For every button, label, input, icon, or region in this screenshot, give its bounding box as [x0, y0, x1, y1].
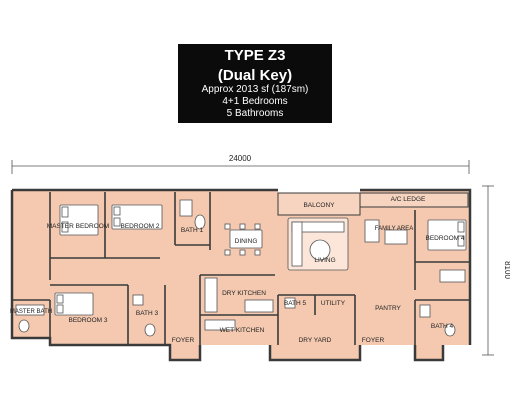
room-utility: UTILITY [321, 300, 346, 307]
room-labels: MASTER BEDROOM BEDROOM 2 BATH 1 DINING B… [10, 196, 465, 344]
room-living: LIVING [314, 257, 335, 264]
room-bath-1: BATH 1 [181, 227, 204, 234]
furniture [15, 199, 467, 337]
room-dry-yard: DRY YARD [299, 337, 332, 344]
room-master-bedroom: MASTER BEDROOM [47, 223, 109, 230]
dimension-width-label: 24000 [229, 154, 252, 163]
dimension-width-line [11, 160, 470, 174]
unit-bedrooms: 4+1 Bedrooms [222, 96, 288, 107]
dimension-height-label: 8100 [503, 261, 510, 279]
room-bath-4: BATH 4 [431, 323, 454, 330]
unit-type-title: TYPE Z3 [224, 47, 286, 64]
room-foyer-right: FOYER [362, 337, 385, 344]
room-bath-3: BATH 3 [136, 310, 159, 317]
room-wet-kitchen: WET KITCHEN [220, 327, 265, 334]
room-bedroom-3: BEDROOM 3 [68, 317, 107, 324]
room-bedroom-4: BEDROOM 4 [425, 235, 464, 242]
room-pantry: PANTRY [375, 305, 401, 312]
room-family-area: FAMILY AREA [375, 226, 413, 232]
balcony-area [277, 192, 469, 216]
room-master-bath: MASTER BATH [10, 309, 52, 315]
unit-type-header: TYPE Z3 (Dual Key) Approx 2013 sf (187sm… [178, 44, 332, 123]
unit-area: Approx 2013 sf (187sm) [201, 84, 309, 95]
room-dining: DINING [235, 238, 258, 245]
dimension-height-line [482, 185, 494, 356]
outer-walls [10, 188, 472, 362]
room-dry-kitchen: DRY KITCHEN [222, 290, 266, 297]
interior-walls [12, 192, 470, 345]
unit-type-subtitle: (Dual Key) [217, 67, 293, 84]
room-bath-5: BATH 5 [284, 300, 307, 307]
room-balcony: BALCONY [303, 202, 335, 209]
room-foyer-left: FOYER [172, 337, 195, 344]
unit-bathrooms: 5 Bathrooms [226, 108, 284, 119]
room-ac-ledge: A/C LEDGE [391, 196, 426, 203]
room-bedroom-2: BEDROOM 2 [120, 223, 159, 230]
